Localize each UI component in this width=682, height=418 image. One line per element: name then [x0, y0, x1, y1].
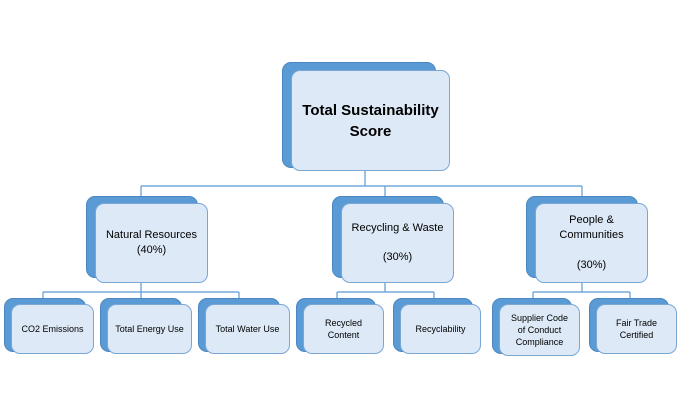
metric-label: Fair Trade Certified	[596, 304, 677, 354]
root-node: Total Sustainability Score	[282, 62, 450, 172]
metric-node-total-energy-use: Total Energy Use	[100, 298, 192, 356]
metric-node-recycled-content: Recycled Content	[296, 298, 384, 356]
metric-node-recyclability: Recyclability	[393, 298, 481, 356]
metric-node-supplier-code-compliance: Supplier Code of Conduct Compliance	[492, 298, 580, 358]
metric-label: Recyclability	[400, 304, 481, 354]
metric-label: Total Water Use	[205, 304, 290, 354]
category-node-recycling-waste: Recycling & Waste (30%)	[332, 196, 454, 284]
root-node-label: Total Sustainability Score	[291, 70, 450, 171]
category-label: Recycling & Waste (30%)	[341, 203, 454, 283]
category-label: Natural Resources (40%)	[95, 203, 208, 283]
metric-node-total-water-use: Total Water Use	[198, 298, 290, 356]
metric-label: CO2 Emissions	[11, 304, 94, 354]
category-node-natural-resources: Natural Resources (40%)	[86, 196, 208, 284]
metric-label: Total Energy Use	[107, 304, 192, 354]
category-label: People & Communities (30%)	[535, 203, 648, 283]
metric-node-co2-emissions: CO2 Emissions	[4, 298, 94, 356]
metric-node-fair-trade-certified: Fair Trade Certified	[589, 298, 677, 356]
category-node-people-communities: People & Communities (30%)	[526, 196, 648, 284]
metric-label: Recycled Content	[303, 304, 384, 354]
metric-label: Supplier Code of Conduct Compliance	[499, 304, 580, 356]
